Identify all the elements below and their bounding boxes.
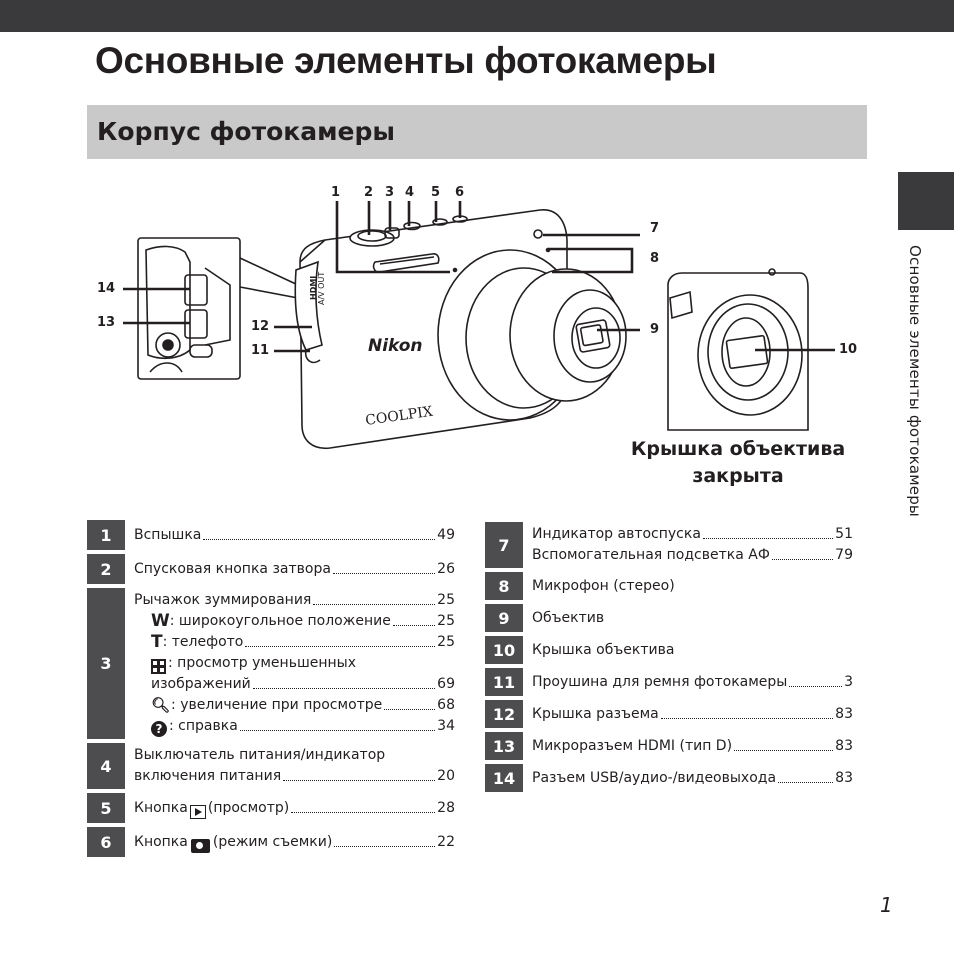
side-tab <box>898 172 954 230</box>
table-row: 6 Кнопка(режим съемки)22 <box>87 827 455 857</box>
callout-7: 7 <box>650 221 660 236</box>
part-number: 1 <box>87 520 125 550</box>
table-row: 10 Крышка объектива <box>485 636 853 664</box>
callout-8: 8 <box>650 251 660 266</box>
part-number: 10 <box>485 636 523 664</box>
part-line: Кнопка(просмотр)28 <box>134 798 455 819</box>
part-number: 13 <box>485 732 523 760</box>
table-row: 4 Выключатель питания/индикатор включени… <box>87 743 455 789</box>
brand-text: Nikon <box>368 336 423 356</box>
part-number: 12 <box>485 700 523 728</box>
callout-14: 14 <box>97 281 116 296</box>
camera-body-drawing <box>137 209 809 450</box>
page-number: 1 <box>880 893 893 917</box>
part-number: 2 <box>87 554 125 584</box>
part-number: 11 <box>485 668 523 696</box>
play-icon <box>189 804 206 819</box>
part-number: 4 <box>87 743 125 789</box>
callout-4: 4 <box>405 185 415 200</box>
callout-3: 3 <box>385 185 395 200</box>
thumbnail-icon <box>151 659 166 674</box>
hdmi-text: HDMI <box>309 276 318 300</box>
part-number: 5 <box>87 793 125 823</box>
help-icon: ? <box>151 721 167 737</box>
table-row: 9 Объектив <box>485 604 853 632</box>
part-number: 7 <box>485 522 523 568</box>
part-number: 9 <box>485 604 523 632</box>
side-label: Основные элементы фотокамеры <box>906 245 924 517</box>
part-line: : просмотр уменьшенных <box>134 653 455 674</box>
port-text: A/V OUT <box>317 272 326 305</box>
callout-11: 11 <box>251 343 270 358</box>
callout-6: 6 <box>455 185 465 200</box>
top-bar <box>0 0 954 32</box>
camera-icon <box>190 838 210 853</box>
part-number: 6 <box>87 827 125 857</box>
table-row: 13 Микроразъем HDMI (тип D)83 <box>485 732 853 760</box>
callout-lines <box>123 201 835 353</box>
callout-9: 9 <box>650 322 660 337</box>
callout-13: 13 <box>97 315 116 330</box>
part-line: Объектив <box>532 609 605 626</box>
tele-icon: T <box>151 632 163 652</box>
magnify-icon: 🔍︎ <box>151 696 171 714</box>
page-title: Основные элементы фотокамеры <box>95 40 717 81</box>
part-line: Выключатель питания/индикатор <box>134 747 386 763</box>
part-line: Кнопка(режим съемки)22 <box>134 832 455 853</box>
callout-5: 5 <box>431 185 441 200</box>
table-row: 5 Кнопка(просмотр)28 <box>87 793 455 823</box>
callout-1: 1 <box>331 185 341 200</box>
callout-12: 12 <box>251 319 270 334</box>
part-number: 14 <box>485 764 523 792</box>
table-row: 8 Микрофон (стерео) <box>485 572 853 600</box>
part-number: 3 <box>87 588 125 739</box>
callout-2: 2 <box>364 185 374 200</box>
part-number: 8 <box>485 572 523 600</box>
wide-icon: W <box>151 611 170 631</box>
section-header: Корпус фотокамеры <box>87 105 867 159</box>
closed-lens-caption: Крышка объектива закрыта <box>630 438 846 487</box>
callout-10: 10 <box>839 342 858 357</box>
part-line: Микроразъем HDMI (тип D)83 <box>532 737 853 754</box>
camera-figure: Nikon COOLPIX A/V OUT HDMI <box>123 201 835 450</box>
part-line: Крышка объектива <box>532 641 675 658</box>
section-title: Корпус фотокамеры <box>97 117 395 146</box>
part-line: Микрофон (стерео) <box>532 577 675 594</box>
